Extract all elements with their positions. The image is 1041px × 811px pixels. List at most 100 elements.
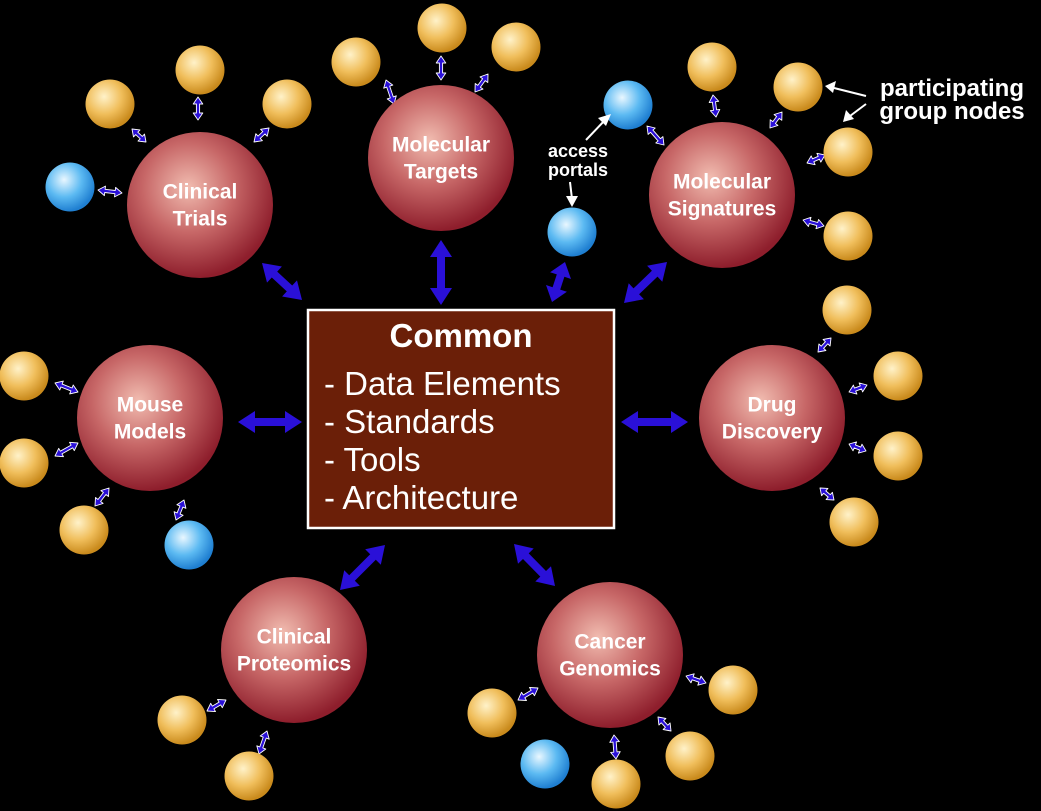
participating-pointer-down [849, 103, 867, 117]
node-link-arrow [54, 380, 79, 395]
common-box [306, 308, 616, 530]
participating-group-node [331, 37, 381, 87]
participating-group-node [175, 45, 225, 95]
participating-group-node [157, 695, 207, 745]
hub-label-line: Drug [748, 394, 797, 417]
hub-connector-arrow [546, 262, 571, 302]
participating-pointer-down-head [843, 110, 854, 122]
node-link-arrow [646, 125, 665, 146]
participating-group-node [85, 79, 135, 129]
participating-nodes-annotation: participating group nodes [825, 75, 1025, 125]
hub-connector-arrow [430, 240, 452, 305]
node-link-arrow [435, 55, 447, 81]
node-link-arrow [253, 127, 270, 143]
node-link-arrow [383, 79, 397, 105]
access-portals-label-line1: access [548, 141, 608, 161]
node-link-arrow [256, 730, 270, 755]
hub-label-line: Molecular [392, 134, 490, 157]
node-link-arrow [819, 487, 835, 501]
access-portals-pointer-down-head [566, 196, 578, 207]
access-portal-node [547, 207, 597, 257]
hub-label-line: Clinical [163, 181, 238, 204]
node-link-arrow [657, 716, 672, 732]
participating-group-node [0, 351, 49, 401]
hub-circle [699, 345, 845, 491]
node-link-arrow [685, 673, 707, 686]
access-portal-node [164, 520, 214, 570]
hub-circle [77, 345, 223, 491]
node-link-arrow [474, 73, 489, 93]
hub-label-line: Genomics [559, 658, 661, 681]
participating-group-node [59, 505, 109, 555]
participating-group-node [773, 62, 823, 112]
hub-label-line: Proteomics [237, 653, 351, 676]
hub-circle [127, 132, 273, 278]
hub-connector-arrow [238, 411, 302, 433]
participating-group-node [467, 688, 517, 738]
node-link-arrow [517, 687, 539, 701]
node-link-arrow [131, 128, 147, 143]
common-item-architecture: - Architecture [324, 479, 518, 516]
hub-label-line: Clinical [257, 626, 332, 649]
node-link-arrow [192, 96, 204, 121]
access-portal-node [45, 162, 95, 212]
node-link-arrow [708, 94, 721, 118]
hub-label-line: Models [114, 421, 186, 444]
participating-label-line1: participating [880, 75, 1024, 102]
participating-group-node [591, 759, 641, 809]
access-portal-node [603, 80, 653, 130]
node-link-arrow [206, 698, 227, 713]
node-link-arrow [54, 441, 79, 458]
participating-group-node [823, 127, 873, 177]
access-portals-label-line2: portals [548, 160, 608, 180]
hub-circle [221, 577, 367, 723]
hub-label-line: Trials [173, 208, 228, 231]
hub-label-line: Discovery [722, 421, 823, 444]
hub-circle [649, 122, 795, 268]
participating-group-node [262, 79, 312, 129]
node-link-arrow [97, 185, 123, 198]
participating-group-node [491, 22, 541, 72]
participating-group-node [687, 42, 737, 92]
participating-group-node [708, 665, 758, 715]
participating-group-node [873, 431, 923, 481]
node-link-arrow [609, 734, 621, 760]
node-link-arrow [769, 111, 783, 129]
hub-label-line: Cancer [574, 631, 645, 654]
hub-label-line: Molecular [673, 171, 771, 194]
node-link-arrow [806, 152, 826, 166]
node-link-arrow [173, 499, 187, 521]
hub-label-line: Targets [404, 161, 478, 184]
participating-group-node [224, 751, 274, 801]
participating-group-node [822, 285, 872, 335]
hub-connector-arrow [340, 545, 385, 590]
common-title: Common [390, 317, 533, 354]
hub-connector-arrow [621, 411, 688, 433]
participating-group-node [665, 731, 715, 781]
hub-label-line: Signatures [668, 198, 777, 221]
participating-label-line2: group nodes [879, 98, 1024, 125]
common-item-data-elements: - Data Elements [324, 365, 561, 402]
access-portals-annotation: access portals [548, 114, 611, 207]
node-link-arrow [802, 216, 825, 230]
hub-connector-arrow [262, 263, 302, 300]
participating-group-node [823, 211, 873, 261]
node-link-arrow [817, 337, 832, 353]
participating-group-node [417, 3, 467, 53]
node-link-arrow [848, 441, 867, 454]
node-link-arrow [848, 382, 868, 395]
access-portal-node [520, 739, 570, 789]
hub-connector-arrow [624, 262, 667, 303]
hub-circle [368, 85, 514, 231]
hub-label-line: Mouse [117, 394, 184, 417]
access-portals-pointer-up-head [598, 114, 611, 126]
common-item-standards: - Standards [324, 403, 495, 440]
participating-group-node [829, 497, 879, 547]
